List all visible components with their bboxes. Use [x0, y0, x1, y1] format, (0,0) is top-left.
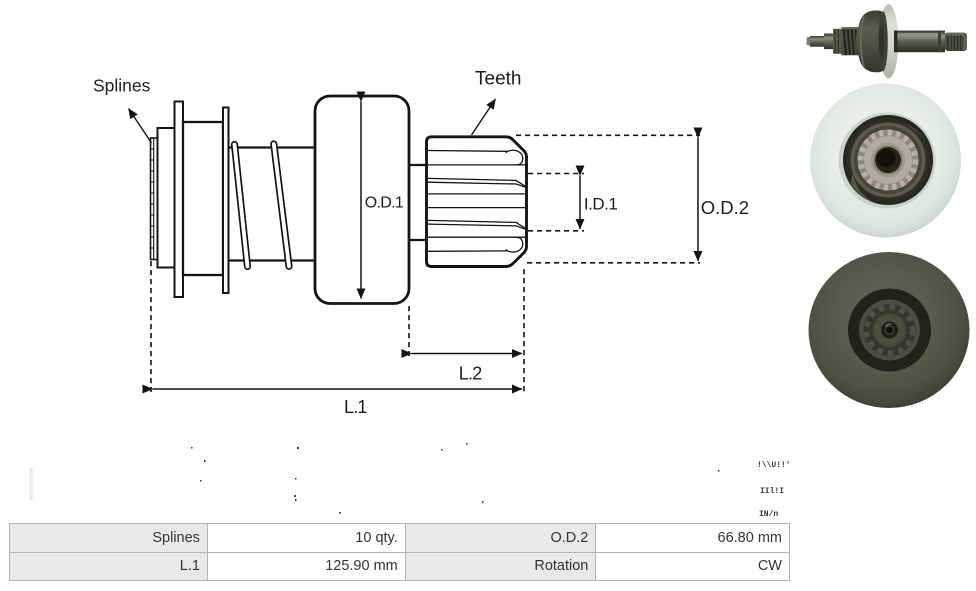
svg-text:L.1: L.1	[344, 397, 367, 417]
svg-text:O.D.1: O.D.1	[365, 195, 404, 212]
svg-text:!\\U!!': !\\U!!'	[757, 461, 791, 470]
svg-text:IIl!I: IIl!I	[760, 487, 784, 496]
svg-text:Splines: Splines	[93, 76, 151, 96]
svg-text:L.2: L.2	[459, 364, 482, 384]
svg-text:IN/n: IN/n	[759, 510, 778, 519]
svg-text:I.D.1: I.D.1	[584, 195, 617, 214]
svg-text:Teeth: Teeth	[475, 69, 521, 90]
svg-text:O.D.2: O.D.2	[701, 197, 749, 218]
